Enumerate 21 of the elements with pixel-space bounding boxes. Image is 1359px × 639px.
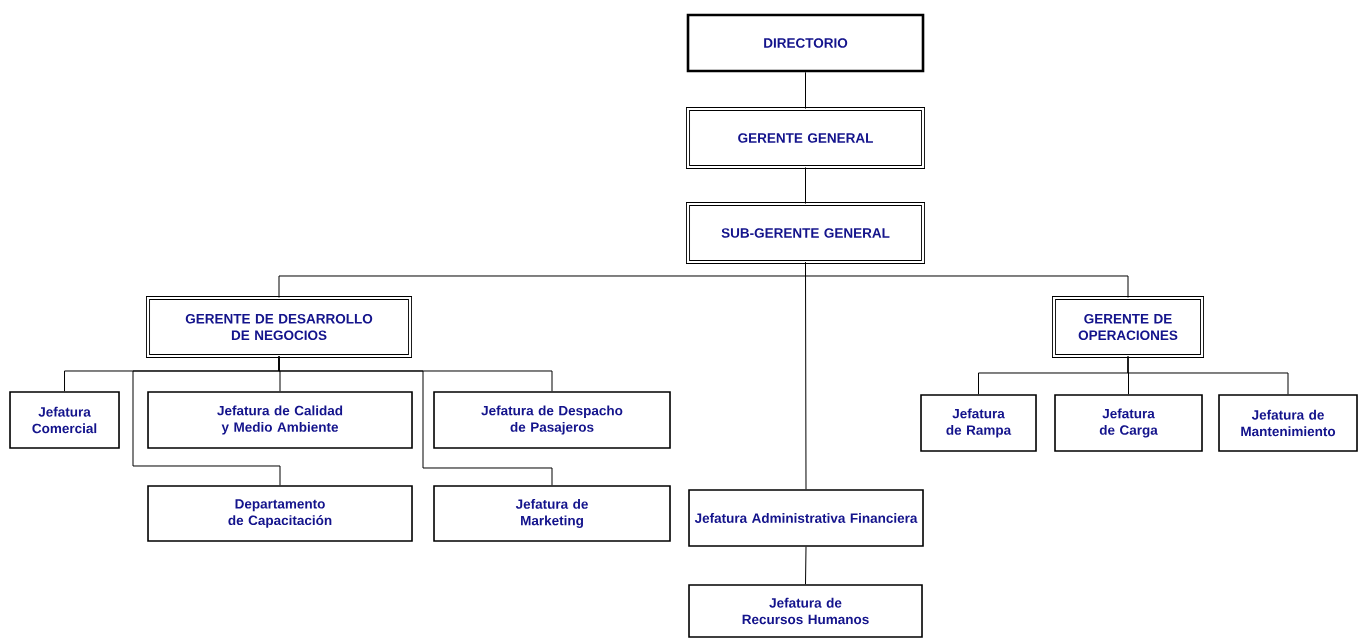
- manager-box: GERENTE GENERAL: [686, 107, 925, 169]
- unit-box: Jefatura de Despacho de Pasajeros: [433, 391, 671, 449]
- manager-box: GERENTE DE DESARROLLO DE NEGOCIOS: [146, 296, 412, 358]
- manager-box: SUB-GERENTE GENERAL: [686, 202, 925, 264]
- unit-box: Jefatura Comercial: [9, 391, 120, 449]
- unit-box: Jefatura Administrativa Financiera: [688, 489, 924, 547]
- top-box: DIRECTORIO: [686, 13, 925, 73]
- unit-box: Jefatura de Calidad y Medio Ambiente: [147, 391, 413, 449]
- unit-box: Jefatura de Carga: [1054, 394, 1203, 452]
- connector-line: [805, 261, 807, 490]
- unit-box: Jefatura de Marketing: [433, 485, 671, 542]
- connector-line: [1127, 355, 1289, 395]
- unit-box: Jefatura de Rampa: [920, 394, 1037, 452]
- unit-box: Jefatura de Recursos Humanos: [688, 584, 923, 638]
- unit-box: Departamento de Capacitación: [147, 485, 413, 542]
- connector-line: [805, 71, 806, 110]
- connector-line: [805, 166, 806, 205]
- manager-box: GERENTE DE OPERACIONES: [1052, 296, 1204, 358]
- connector-line: [278, 355, 553, 486]
- connector-line: [805, 546, 807, 585]
- unit-box: Jefatura de Mantenimiento: [1218, 394, 1358, 452]
